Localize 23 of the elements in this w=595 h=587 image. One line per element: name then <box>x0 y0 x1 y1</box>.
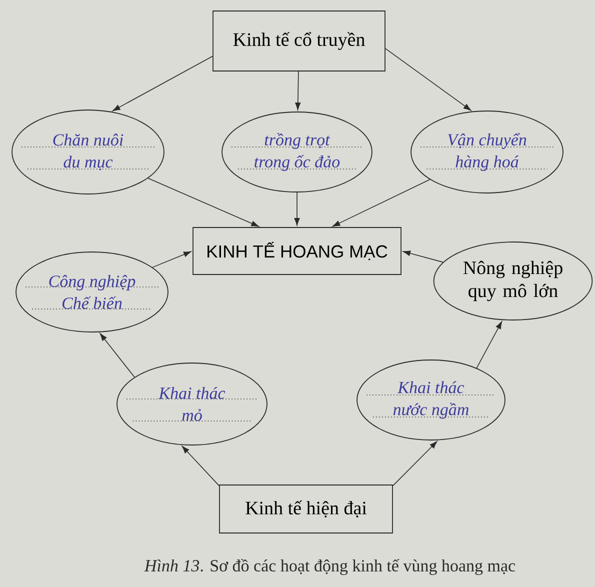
arrow <box>294 192 300 226</box>
oval-node: Khai thác mỏ <box>116 362 268 446</box>
arrow <box>152 251 192 268</box>
arrow <box>476 321 502 368</box>
arrow <box>392 441 438 486</box>
oval-node: Chăn nuôi du mục <box>12 110 164 194</box>
arrow <box>385 48 472 111</box>
oval-node: Vận chuyển hàng hoá <box>410 110 564 194</box>
oval-node: trồng trọt trong ốc đảo <box>222 112 372 192</box>
process-box: Kinh tế cổ truyền <box>212 10 386 72</box>
arrow <box>182 446 220 486</box>
arrow <box>332 179 430 227</box>
process-box: KINH TẾ HOANG MẠC <box>192 227 402 275</box>
oval-node: Khai thác nước ngầm <box>356 360 506 440</box>
arrow <box>100 333 135 378</box>
caption: Hình 13. Sơ đồ các hoạt động kinh tế vùng hoang mạc <box>144 559 516 575</box>
arrow <box>112 56 213 112</box>
arrow <box>402 250 444 263</box>
oval-node: Công nghiệp Chế biến <box>16 252 168 332</box>
arrow <box>295 71 301 110</box>
process-box: Kinh tế hiện đại <box>219 484 393 534</box>
oval-node: Nông nghiệp quy mô lớn <box>433 242 593 320</box>
arrow <box>148 178 259 227</box>
